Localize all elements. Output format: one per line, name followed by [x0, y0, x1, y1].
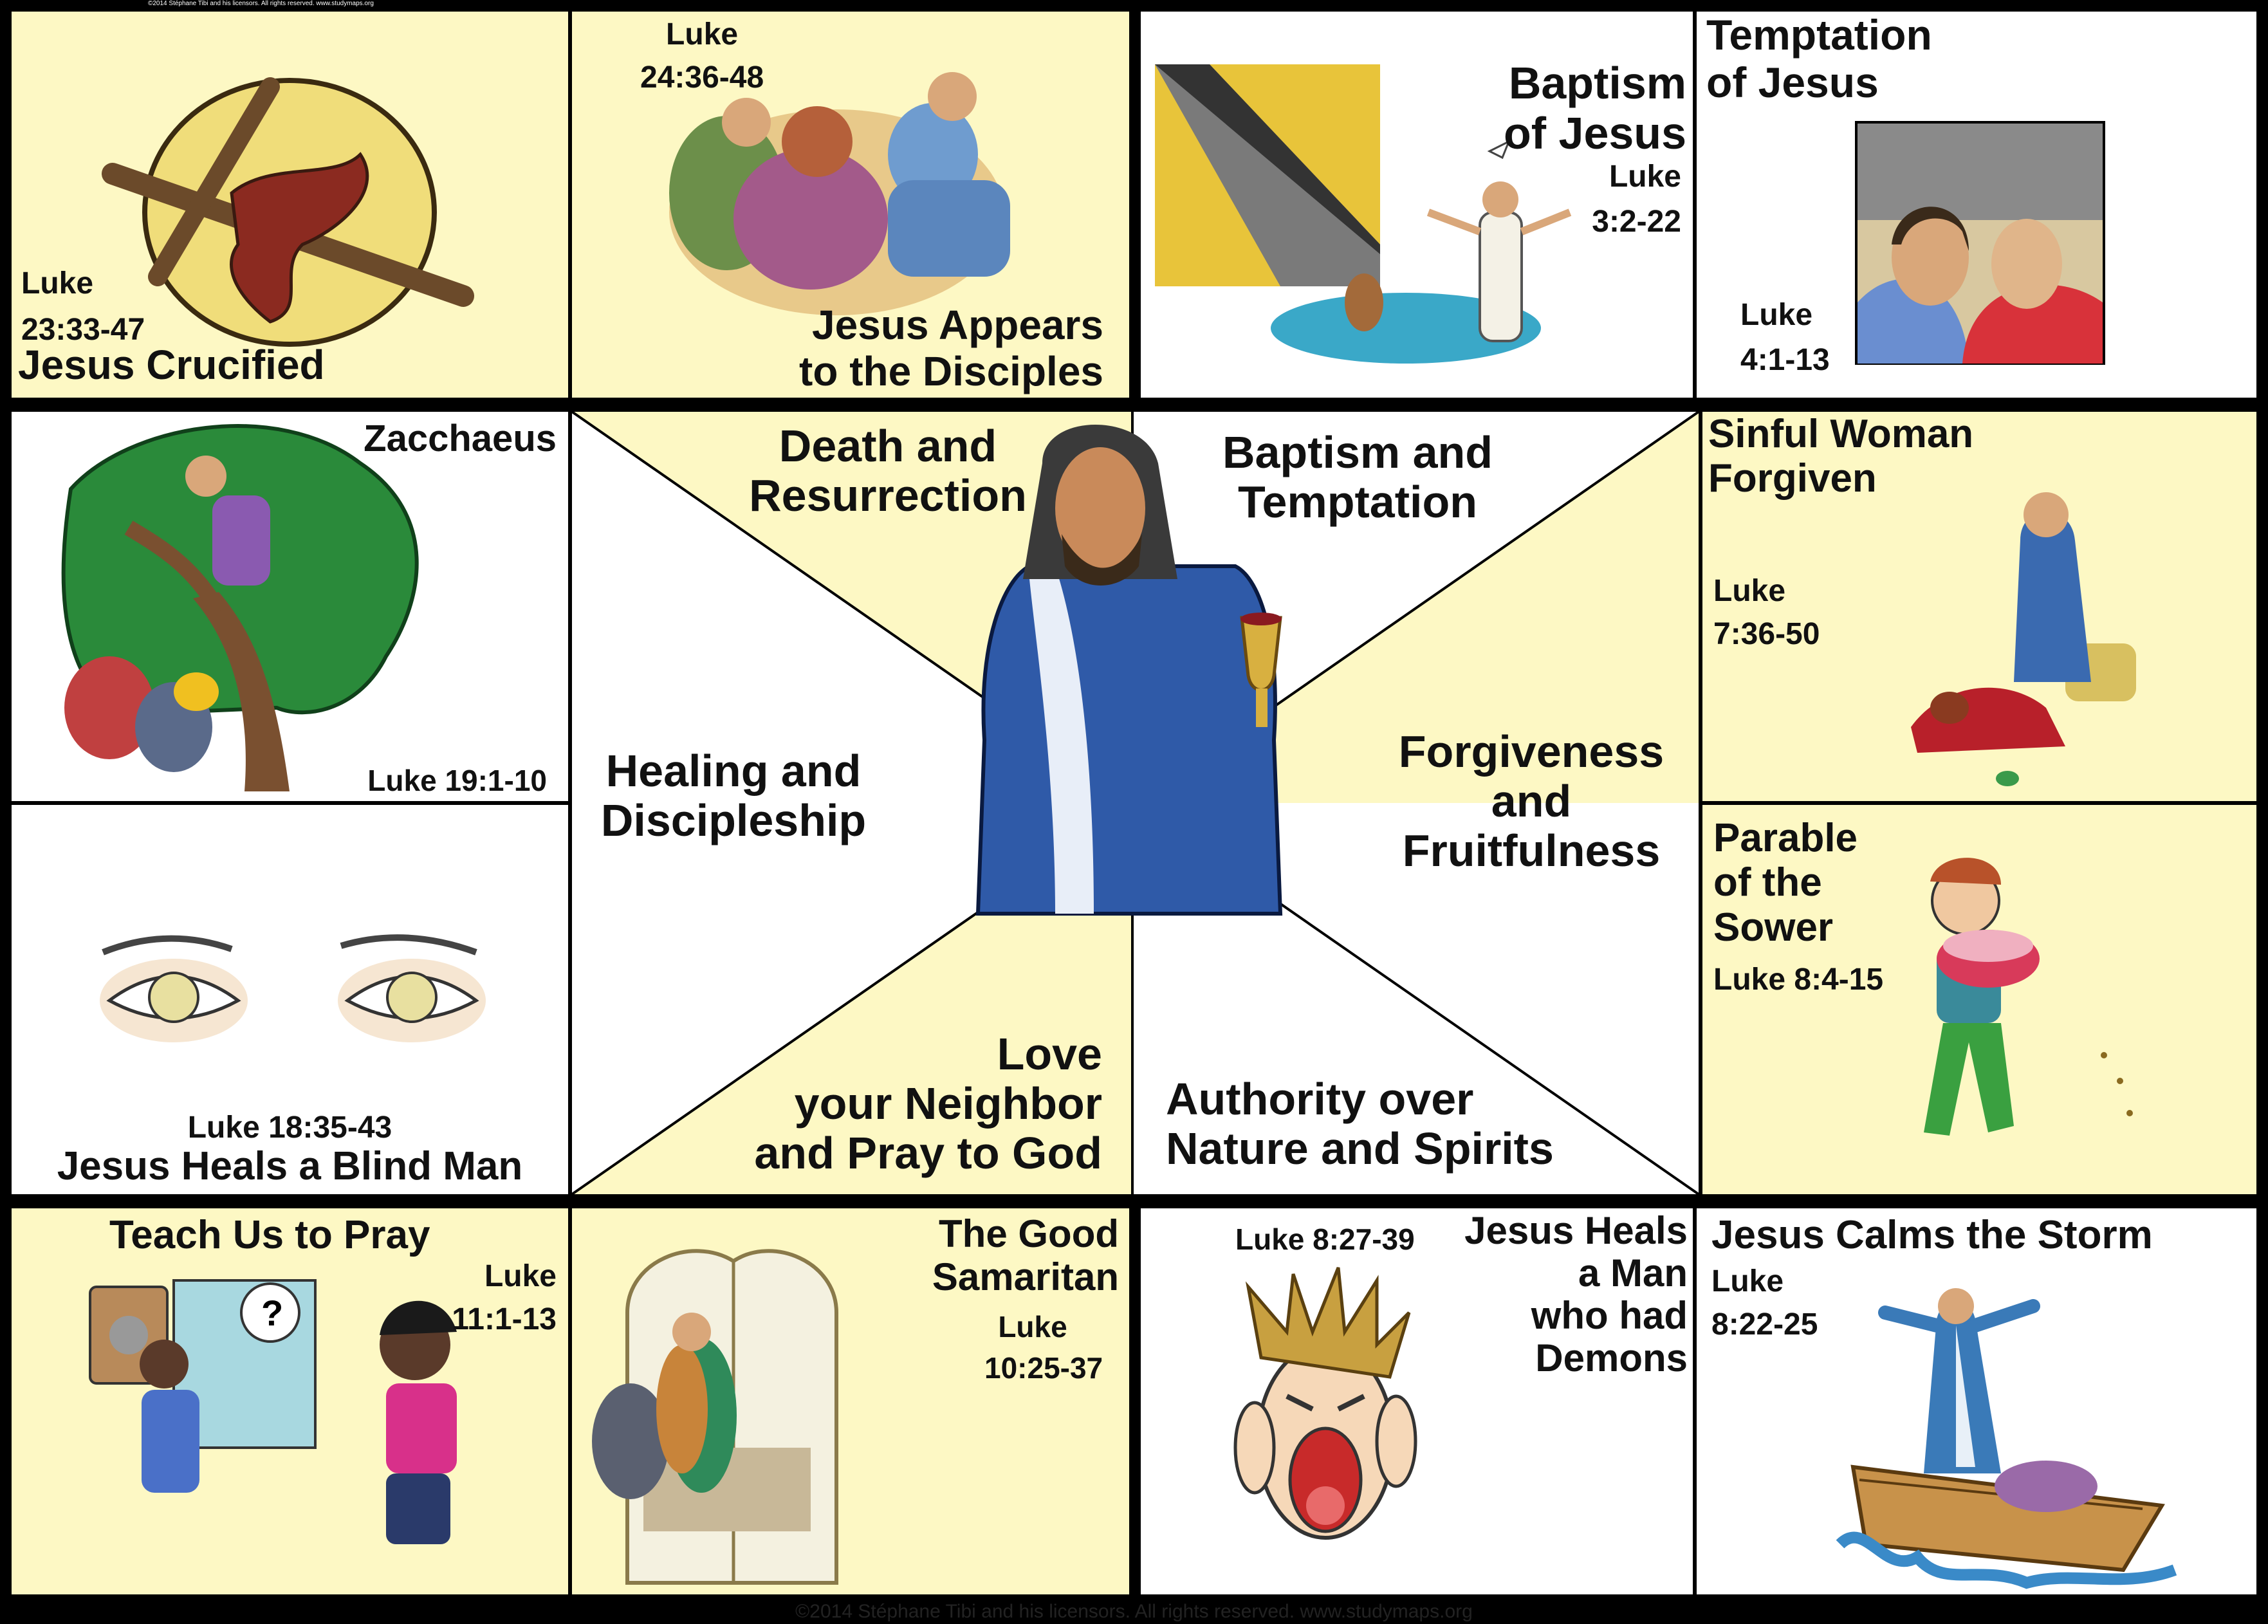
baptism-ref: Luke 3:2-22 [1592, 154, 1681, 244]
center-death-line2: Resurrection [749, 470, 1027, 521]
center-authority: Authority over Nature and Spirits [1166, 1075, 1554, 1174]
zacchaeus-title: Zacchaeus [364, 418, 557, 459]
zacchaeus-ref: Luke 19:1-10 [367, 764, 547, 797]
pray-title: Teach Us to Pray [109, 1213, 430, 1257]
center-death-line1: Death and [779, 421, 997, 471]
crucified-ref-verses: 23:33-47 [21, 313, 145, 347]
appears-ref: Luke 24:36-48 [640, 13, 764, 99]
storm-ref-verses: 8:22-25 [1711, 1307, 1818, 1342]
center-forgive-line2: and [1491, 776, 1572, 826]
center-baptism-line1: Baptism and [1222, 427, 1493, 477]
demon-man-illustration [1233, 1267, 1417, 1540]
pray-ref: Luke 11:1-13 [452, 1255, 557, 1341]
samaritan-ref-verses: 10:25-37 [984, 1351, 1103, 1385]
sower-title: Parable of the Sower [1713, 816, 1858, 950]
cross-illustration [102, 77, 474, 347]
baptism-illustration [1155, 64, 1572, 364]
center-baptism-line2: Temptation [1237, 477, 1477, 527]
footer-copyright: ©2014 Stéphane Tibi and his licensors. A… [795, 1601, 1473, 1622]
storm-ref-book: Luke [1711, 1264, 1784, 1298]
jesus-cup-illustration [975, 425, 1283, 916]
center-love-pray: Love your Neighbor and Pray to God [754, 1029, 1102, 1178]
samaritan-ref: Luke 10:25-37 [984, 1306, 1103, 1389]
center-love-line1: Love [997, 1029, 1102, 1079]
center-forgiveness-fruitfulness: Forgiveness and Fruitfulness [1377, 727, 1686, 876]
storm-ref: Luke 8:22-25 [1711, 1260, 1818, 1346]
baptism-title-line1: Baptism [1508, 58, 1686, 108]
center-love-line3: and Pray to God [754, 1128, 1102, 1178]
center-authority-line1: Authority over [1166, 1074, 1474, 1124]
temptation-title-line1: Temptation [1706, 11, 1932, 59]
temptation-ref: Luke 4:1-13 [1740, 293, 1830, 382]
sinful-woman-ref-verses: 7:36-50 [1713, 617, 1820, 652]
sinful-woman-title-line2: Forgiven [1708, 456, 1877, 501]
sower-title-line1: Parable [1713, 816, 1858, 860]
sower-illustration [1924, 858, 2133, 1136]
samaritan-title: The Good Samaritan [932, 1212, 1119, 1298]
panel-demons-bg [1141, 1208, 1693, 1594]
baptism-ref-book: Luke [1609, 160, 1681, 194]
sinful-woman-ref: Luke 7:36-50 [1713, 569, 1820, 656]
demons-ref: Luke 8:27-39 [1235, 1223, 1415, 1256]
center-baptism-temptation: Baptism and Temptation [1197, 428, 1518, 527]
samaritan-ref-book: Luke [998, 1310, 1067, 1343]
center-healing-line2: Discipleship [600, 795, 867, 845]
center-forgive-line1: Forgiveness [1398, 726, 1664, 777]
baptism-ref-verses: 3:2-22 [1592, 204, 1681, 239]
pray-ref-book: Luke [484, 1259, 557, 1293]
demons-title-line2: a Man [1578, 1251, 1688, 1295]
blind-eyes-illustration [100, 934, 486, 1042]
demons-title-line4: Demons [1535, 1336, 1688, 1379]
demons-title-line1: Jesus Heals [1464, 1209, 1688, 1252]
panel-copyright: ©2014 Stéphane Tibi and his licensors. A… [148, 0, 374, 7]
temptation-title: Temptation of Jesus [1706, 11, 1932, 107]
disciples-illustration [669, 72, 1010, 315]
center-forgive-line3: Fruitfulness [1402, 826, 1661, 876]
crucified-ref: Luke 23:33-47 [21, 261, 145, 353]
appears-ref-verses: 24:36-48 [640, 60, 764, 95]
samaritan-title-line1: The Good [939, 1212, 1119, 1255]
temptation-ref-verses: 4:1-13 [1740, 342, 1830, 377]
temptation-ref-book: Luke [1740, 298, 1813, 332]
pray-ref-verses: 11:1-13 [452, 1302, 557, 1337]
blind-title: Jesus Heals a Blind Man [57, 1144, 523, 1188]
appears-ref-book: Luke [666, 17, 739, 51]
sinful-woman-title: Sinful Woman Forgiven [1708, 412, 1973, 501]
center-love-line2: your Neighbor [794, 1078, 1102, 1129]
temptation-illustration [1855, 121, 2105, 365]
blind-ref: Luke 18:35-43 [187, 1111, 392, 1145]
center-healing-discipleship: Healing and Discipleship [579, 746, 888, 845]
crucified-ref-book: Luke [21, 266, 94, 300]
sower-title-line2: of the [1713, 860, 1822, 905]
sower-title-line3: Sower [1713, 905, 1834, 950]
center-authority-line2: Nature and Spirits [1166, 1123, 1554, 1174]
storm-title: Jesus Calms the Storm [1711, 1213, 2153, 1257]
sinful-woman-title-line1: Sinful Woman [1708, 412, 1974, 456]
appears-title: Jesus Appears to the Disciples [799, 302, 1103, 394]
center-healing-line1: Healing and [605, 746, 862, 796]
crucified-title: Jesus Crucified [18, 342, 325, 388]
zacchaeus-illustration [61, 424, 419, 791]
storm-illustration [1836, 1288, 2177, 1589]
center-death-resurrection: Death and Resurrection [727, 421, 1049, 521]
appears-title-line2: to the Disciples [799, 347, 1103, 394]
baptism-title-line2: of Jesus [1504, 108, 1686, 159]
demons-title-line3: who had [1531, 1294, 1688, 1337]
sinful-woman-illustration [1911, 492, 2136, 786]
demons-title: Jesus Heals a Man who had Demons [1464, 1210, 1688, 1379]
baptism-title: Baptism of Jesus [1504, 58, 1686, 159]
sinful-woman-ref-book: Luke [1713, 574, 1786, 608]
temptation-title-line2: of Jesus [1706, 58, 1879, 106]
sower-ref: Luke 8:4-15 [1713, 963, 1884, 997]
samaritan-illustration [592, 1249, 838, 1585]
svg-text:?: ? [261, 1293, 283, 1333]
appears-title-line1: Jesus Appears [812, 302, 1103, 348]
pray-illustration: ? [89, 1279, 457, 1544]
samaritan-title-line2: Samaritan [932, 1255, 1119, 1299]
